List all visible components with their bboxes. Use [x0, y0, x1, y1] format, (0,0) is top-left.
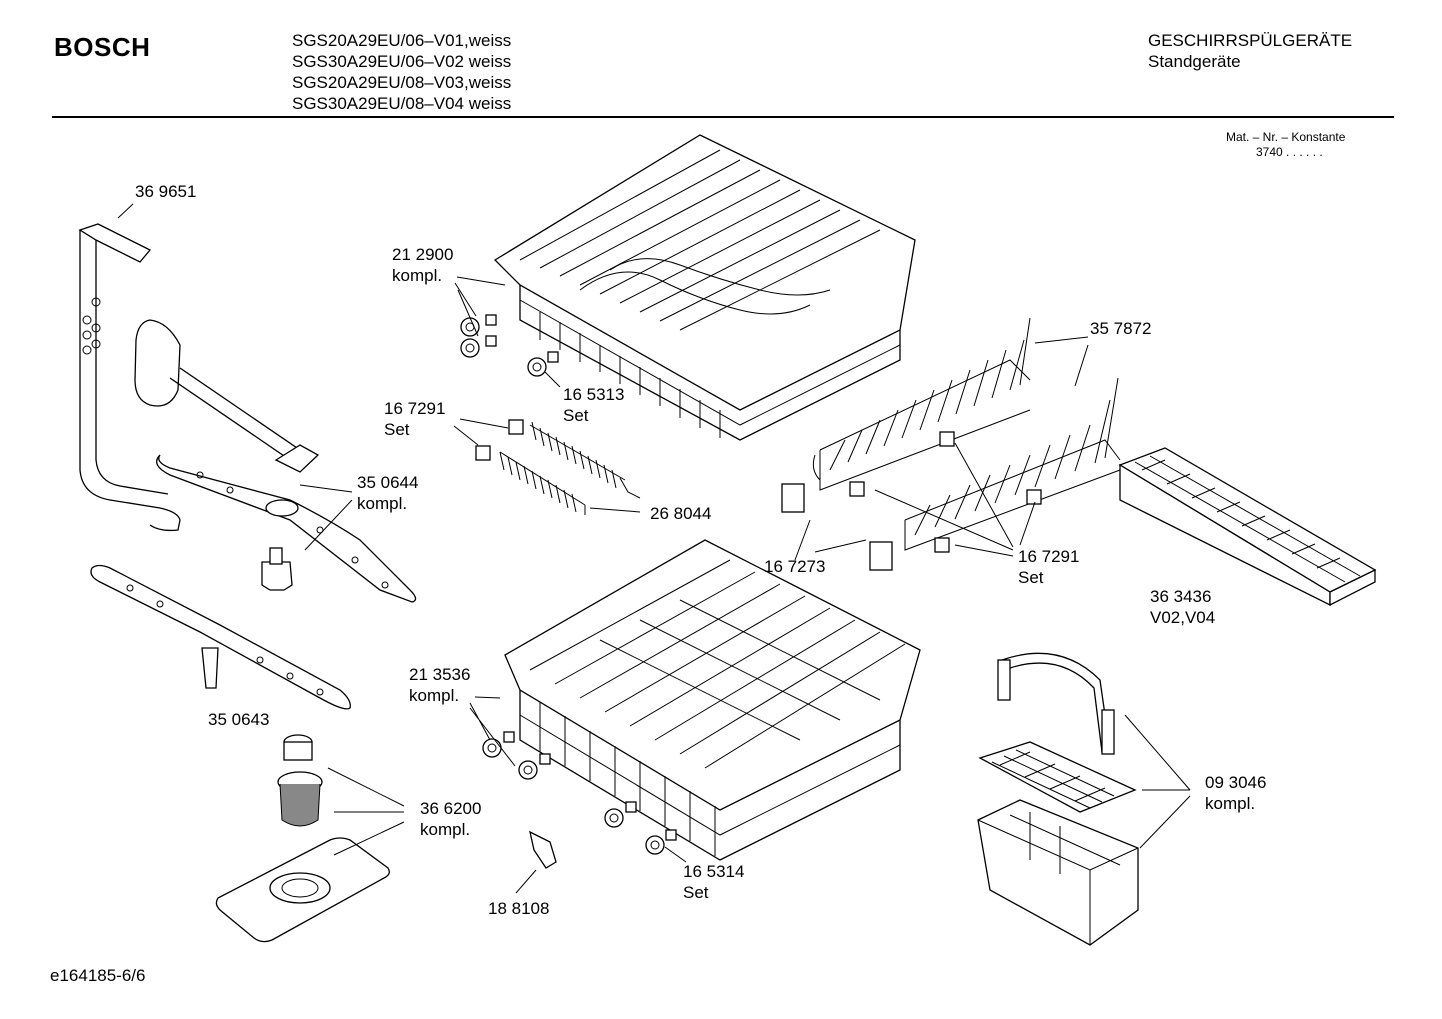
part-label-213536: 21 3536 kompl. [409, 664, 470, 706]
part-qualifier: kompl. [420, 820, 471, 839]
filter-assembly [215, 734, 390, 943]
part-qualifier: kompl. [409, 686, 460, 705]
part-number: 36 3436 [1150, 587, 1212, 606]
drawing-code: e164185-6/6 [50, 966, 146, 985]
part-label-350643: 35 0643 [208, 709, 269, 730]
upper-rack-rollers [460, 314, 559, 377]
part-label-165314: 16 5314 Set [683, 861, 744, 903]
part-qualifier: kompl. [357, 494, 408, 513]
part-number: 16 7291 [384, 399, 446, 418]
tine-rows [812, 317, 1121, 551]
part-qualifier: Set [563, 406, 589, 425]
model-line: SGS20A29EU/06–V01,weiss [292, 31, 512, 50]
brand-logo: BOSCH [54, 32, 151, 62]
part-number: 16 5314 [683, 862, 745, 881]
material-number-label: Mat. – Nr. – Konstante [1226, 130, 1346, 144]
part-number: 21 3536 [409, 665, 471, 684]
category-block: GESCHIRRSPÜLGERÄTE Standgeräte [1148, 30, 1352, 72]
part-number: 35 0643 [208, 710, 270, 729]
cutlery-basket [977, 652, 1139, 946]
part-label-093046: 09 3046 kompl. [1205, 772, 1266, 814]
part-label-363436: 36 3436 V02,V04 [1150, 586, 1215, 628]
part-number: 16 7273 [764, 557, 826, 576]
material-number-value: 3740 . . . . . . [1256, 145, 1323, 159]
leader-lines [117, 203, 1191, 894]
category-subtitle: Standgeräte [1148, 52, 1241, 71]
part-qualifier: kompl. [392, 266, 443, 285]
part-number: 36 6200 [420, 799, 482, 818]
part-number: 16 5313 [563, 385, 625, 404]
part-number: 09 3046 [1205, 773, 1267, 792]
model-list: SGS20A29EU/06–V01,weiss SGS30A29EU/06–V0… [292, 30, 511, 114]
part-number: 16 7291 [1018, 547, 1080, 566]
small-clip-part [529, 830, 557, 869]
cup-shelf [475, 419, 641, 515]
part-label-167291-upper: 16 7291 Set [384, 398, 445, 440]
part-number: 35 7872 [1090, 319, 1152, 338]
lower-spray-arm [90, 564, 351, 710]
part-label-369651: 36 9651 [135, 181, 196, 202]
part-number: 18 8108 [488, 899, 550, 918]
lower-rack-rollers [482, 731, 677, 855]
part-label-167273: 16 7273 [764, 556, 825, 577]
spray-supply-pipe [78, 223, 181, 532]
model-line: SGS30A29EU/08–V04 weiss [292, 94, 512, 113]
part-qualifier: Set [683, 883, 709, 902]
part-label-212900: 21 2900 kompl. [392, 244, 453, 286]
header-divider [52, 116, 1394, 118]
cutlery-tray [1118, 447, 1377, 607]
part-label-188108: 18 8108 [488, 898, 549, 919]
part-label-366200: 36 6200 kompl. [420, 798, 481, 840]
upper-rack [493, 134, 916, 441]
part-qualifier: Set [384, 420, 410, 439]
upper-spray-arm [156, 454, 417, 603]
part-number: 26 8044 [650, 504, 712, 523]
part-number: 35 0644 [357, 473, 419, 492]
part-label-167291-right: 16 7291 Set [1018, 546, 1079, 588]
part-label-165313: 16 5313 Set [563, 384, 624, 426]
part-number: 21 2900 [392, 245, 454, 264]
rack-clips [781, 431, 1042, 571]
part-number: 36 9651 [135, 182, 197, 201]
upper-spray-arm-tube [134, 319, 320, 473]
category-title: GESCHIRRSPÜLGERÄTE [1148, 31, 1353, 50]
lower-rack [504, 539, 921, 861]
model-line: SGS20A29EU/08–V03,weiss [292, 73, 512, 92]
part-qualifier: V02,V04 [1150, 608, 1216, 627]
part-label-268044: 26 8044 [650, 503, 711, 524]
part-label-350644: 35 0644 kompl. [357, 472, 418, 514]
part-label-357872: 35 7872 [1090, 318, 1151, 339]
part-qualifier: kompl. [1205, 794, 1256, 813]
model-line: SGS30A29EU/06–V02 weiss [292, 52, 512, 71]
part-qualifier: Set [1018, 568, 1044, 587]
